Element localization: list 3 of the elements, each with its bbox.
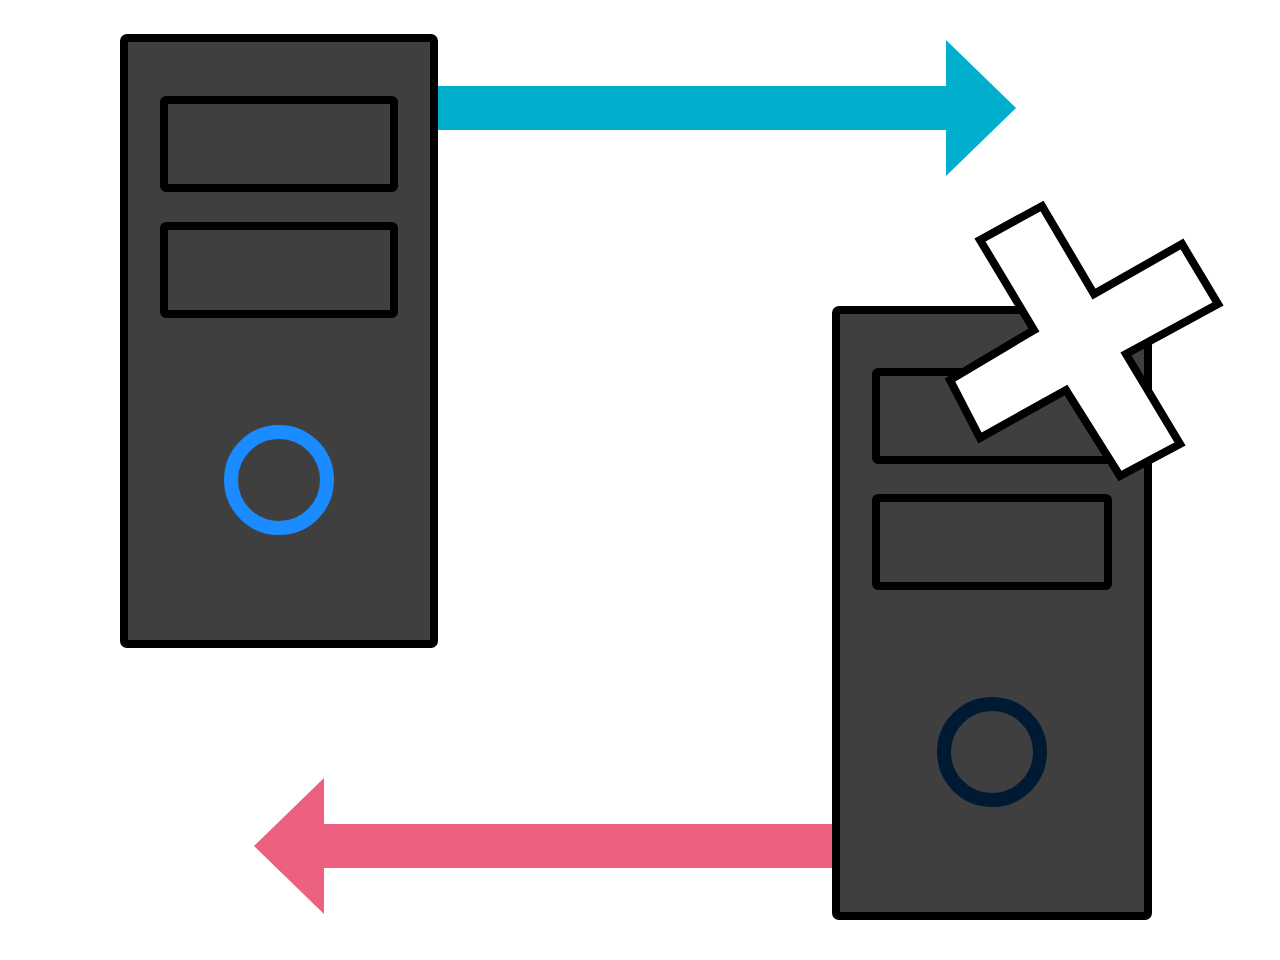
computer-tower — [120, 34, 438, 648]
arrow — [254, 778, 836, 914]
arrow — [434, 40, 1016, 176]
